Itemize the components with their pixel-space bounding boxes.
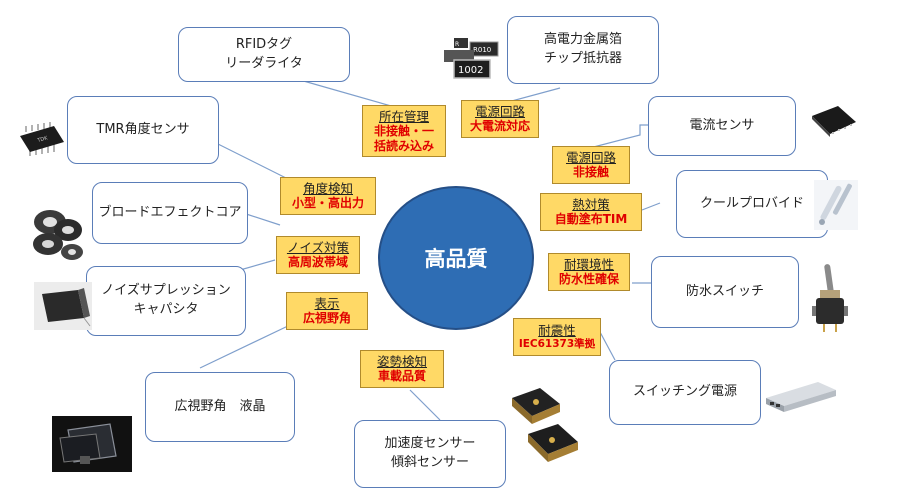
tag-power-circuit-2: 電源回路 非接触 [552,146,630,184]
current-sensor-image [812,106,856,137]
svg-text:R010: R010 [473,46,491,54]
power-supply-image [766,382,836,412]
tag-sub: 車載品質 [377,369,426,384]
tag-sub: 非接触 [572,165,609,180]
component-chip-resistor: 高電力金属箔 チップ抵抗器 [507,16,659,84]
component-accel-sensor: 加速度センサー 傾斜センサー [354,420,506,488]
component-rfid: RFIDタグ リーダライタ [178,27,350,82]
tag-sub: 非接触・一 括読み込み [373,124,434,153]
tag-title: 耐環境性 [563,257,614,273]
accel-sensor-image [512,388,578,462]
center-high-quality: 高品質 [378,186,534,330]
tag-environment: 耐環境性 防水性確保 [548,253,630,291]
tag-noise: ノイズ対策 高周波帯域 [276,236,360,274]
component-waterproof-switch: 防水スイッチ [651,256,799,328]
component-cool-provide: クールプロバイド [676,170,828,238]
tag-sub: 小型・高出力 [291,196,364,211]
toggle-switch-image [812,264,848,332]
tag-location: 所在管理 非接触・一 括読み込み [362,105,446,157]
tag-title: 姿勢検知 [376,354,427,370]
tag-sub: 大電流対応 [469,119,530,134]
lcd-panel-image [52,416,132,472]
tag-title: ノイズ対策 [286,240,350,256]
tag-angle: 角度検知 小型・高出力 [280,177,376,215]
svg-text:1002: 1002 [458,65,483,76]
tag-posture: 姿勢検知 車載品質 [360,350,444,388]
tag-vibration: 耐震性 IEC61373準拠 [513,318,601,356]
tag-display: 表示 広視野角 [286,292,368,330]
tag-title: 角度検知 [302,181,353,197]
tag-thermal: 熱対策 自動塗布TIM [540,193,642,231]
cool-provide-image [814,180,858,230]
capacitor-image [34,282,92,330]
ferrite-core-image [33,210,83,260]
tag-title: 所在管理 [378,108,429,124]
tag-title: 電源回路 [474,104,525,120]
chip-resistor-image: R R010 1002 [444,38,499,79]
tag-sub: 広視野角 [302,311,351,326]
tag-title: 熱対策 [572,197,610,213]
tag-title: 耐震性 [538,322,576,338]
component-broad-effect-core: ブロードエフェクトコア [92,182,248,244]
tag-power-circuit-1: 電源回路 大電流対応 [461,100,539,138]
component-current-sensor: 電流センサ [648,96,796,156]
tag-sub: 防水性確保 [558,272,619,287]
tag-sub: 自動塗布TIM [554,212,628,227]
svg-text:R: R [455,41,459,48]
tag-sub: IEC61373準拠 [518,338,596,351]
svg-text:TDK: TDK [36,135,49,144]
component-noise-capacitor: ノイズサプレッション キャパシタ [86,266,246,336]
tmr-ic-image: TDK [20,122,64,156]
component-wide-view-lcd: 広視野角 液晶 [145,372,295,442]
tag-sub: 高周波帯域 [287,255,348,270]
component-switching-power: スイッチング電源 [609,360,761,425]
tag-title: 電源回路 [565,150,616,166]
tag-title: 表示 [314,296,340,312]
component-tmr-sensor: TMR角度センサ [67,96,219,164]
